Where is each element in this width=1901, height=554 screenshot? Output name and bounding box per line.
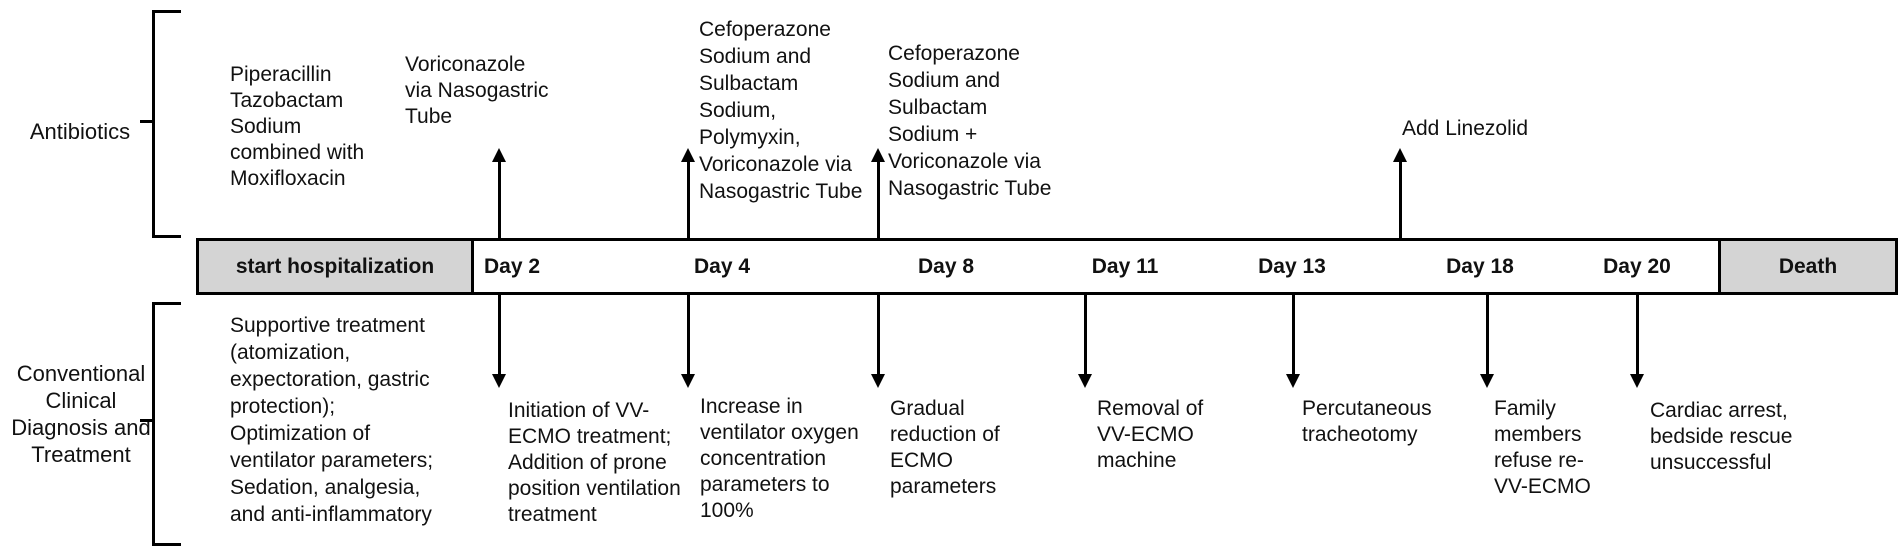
up-arrow-day-4-icon: [681, 148, 695, 238]
antibiotics-bracket-notch: [140, 120, 154, 123]
down-arrow-day-20-icon: [1630, 295, 1644, 388]
conventional-bracket-notch: [140, 419, 154, 422]
down-arrow-day-4-icon: [681, 295, 695, 388]
day-label-13: Day 13: [1258, 255, 1326, 278]
treatment-event-day-13: Percutaneous tracheotomy: [1302, 397, 1432, 446]
conventional-bracket: [152, 302, 181, 546]
treatment-event-day-2: Initiation of VV- ECMO treatment; Additi…: [508, 399, 681, 526]
down-arrow-day-18-icon: [1480, 295, 1494, 388]
down-arrow-day-8-icon: [871, 295, 885, 388]
antibiotic-event-start: Piperacillin Tazobactam Sodium combined …: [230, 63, 365, 190]
down-arrow-day-13-icon: [1286, 295, 1300, 388]
day-label-4: Day 4: [693, 255, 751, 278]
down-arrow-day-11-icon: [1078, 295, 1092, 388]
conventional-group-label: Conventional Clinical Diagnosis and Trea…: [11, 361, 151, 467]
antibiotics-bracket: [152, 10, 181, 238]
treatment-event-day-18: Family members refuse re- VV-ECMO: [1494, 397, 1591, 498]
day-label-18: Day 18: [1446, 255, 1514, 278]
timeline-bar: [196, 238, 1898, 295]
antibiotic-event-day-2: Voriconazole via Nasogastric Tube: [405, 53, 549, 128]
day-label-8: Day 8: [917, 255, 975, 278]
up-arrow-day-2-icon: [492, 148, 506, 238]
antibiotic-event-day-8: Cefoperazone Sodium and Sulbactam Sodium…: [888, 42, 1052, 200]
death-cell: Death: [1718, 238, 1898, 295]
up-arrow-day-18-icon: [1393, 148, 1407, 238]
treatment-event-day-11: Removal of VV-ECMO machine: [1097, 397, 1204, 472]
day-label-11: Day 11: [1091, 255, 1159, 278]
day-label-2: Day 2: [483, 255, 541, 278]
treatment-event-start: Supportive treatment (atomization, expec…: [230, 314, 434, 526]
day-label-20: Day 20: [1603, 255, 1671, 278]
antibiotic-event-day-4: Cefoperazone Sodium and Sulbactam Sodium…: [699, 18, 863, 203]
start-hospitalization-cell: start hospitalization: [196, 238, 474, 295]
treatment-event-day-4: Increase in ventilator oxygen concentrat…: [700, 395, 859, 522]
treatment-event-day-20: Cardiac arrest, bedside rescue unsuccess…: [1650, 399, 1793, 474]
antibiotic-event-day-18: Add Linezolid: [1402, 117, 1529, 140]
antibiotics-group-label: Antibiotics: [29, 119, 131, 144]
treatment-event-day-8: Gradual reduction of ECMO parameters: [890, 397, 1000, 498]
up-arrow-day-8-icon: [871, 148, 885, 238]
down-arrow-day-2-icon: [492, 295, 506, 388]
